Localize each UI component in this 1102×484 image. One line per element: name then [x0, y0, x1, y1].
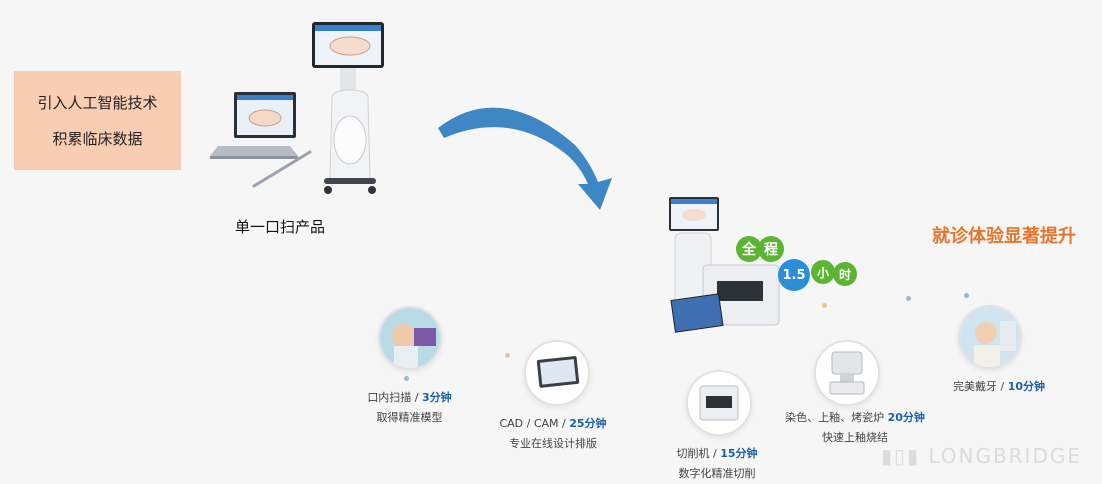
headline: 就诊体验显著提升	[932, 226, 1076, 247]
step5-text: 完美戴牙 / 10分钟	[952, 380, 1045, 393]
badge-cheng: 程	[758, 236, 784, 262]
badge-xiao: 小	[811, 260, 835, 284]
step4-text: 染色、上釉、烤瓷炉 20分钟 快速上釉烧结	[780, 408, 930, 448]
badge-shi: 时	[833, 262, 857, 286]
dot	[505, 353, 510, 358]
milling-machine-image	[688, 372, 750, 434]
step3-text: 切削机 / 15分钟 数字化精准切削	[662, 444, 772, 484]
step4-desc: 快速上釉烧结	[822, 431, 888, 444]
step4-time: 20分钟	[887, 411, 925, 424]
step3-desc: 数字化精准切削	[678, 467, 756, 480]
single-product-label: 单一口扫产品	[235, 218, 326, 236]
badge-quan: 全	[736, 236, 762, 262]
badge-hours: 1.5	[778, 259, 810, 291]
workstation-image	[669, 197, 780, 333]
step5-time: 10分钟	[1007, 380, 1045, 393]
step1-text: 口内扫描 / 3分钟 取得精准模型	[352, 388, 467, 428]
tablet-image	[526, 342, 588, 404]
ai-callout-box: 引入人工智能技术 积累临床数据	[14, 71, 181, 170]
scanner-cart-image	[312, 22, 384, 194]
smiling-patient-image	[960, 307, 1020, 367]
step1-circle	[378, 306, 442, 370]
callout-line-1: 引入人工智能技术	[37, 93, 158, 112]
curved-arrow	[438, 107, 612, 210]
step2-text: CAD / CAM / 25分钟 专业在线设计排版	[483, 414, 623, 454]
step2-desc: 专业在线设计排版	[509, 437, 597, 450]
step1-desc: 取得精准模型	[376, 411, 443, 424]
dot	[964, 293, 969, 298]
watermark: ▮▯▮ LONGBRIDGE	[880, 444, 1082, 468]
step2-time: 25分钟	[569, 417, 607, 430]
watermark-logo-icon: ▮▯▮	[880, 444, 929, 468]
furnace-image	[816, 342, 878, 404]
patient-scan-image	[380, 308, 440, 368]
step5-circle	[958, 305, 1022, 369]
dot	[906, 296, 911, 301]
dot	[404, 376, 409, 381]
step2-circle	[524, 340, 590, 406]
step3-circle	[686, 370, 752, 436]
step1-time: 3分钟	[422, 391, 452, 404]
callout-line-2: 积累临床数据	[52, 129, 143, 148]
laptop-image	[210, 92, 312, 188]
step4-circle	[814, 340, 880, 406]
step3-time: 15分钟	[720, 447, 758, 460]
dot	[822, 303, 827, 308]
